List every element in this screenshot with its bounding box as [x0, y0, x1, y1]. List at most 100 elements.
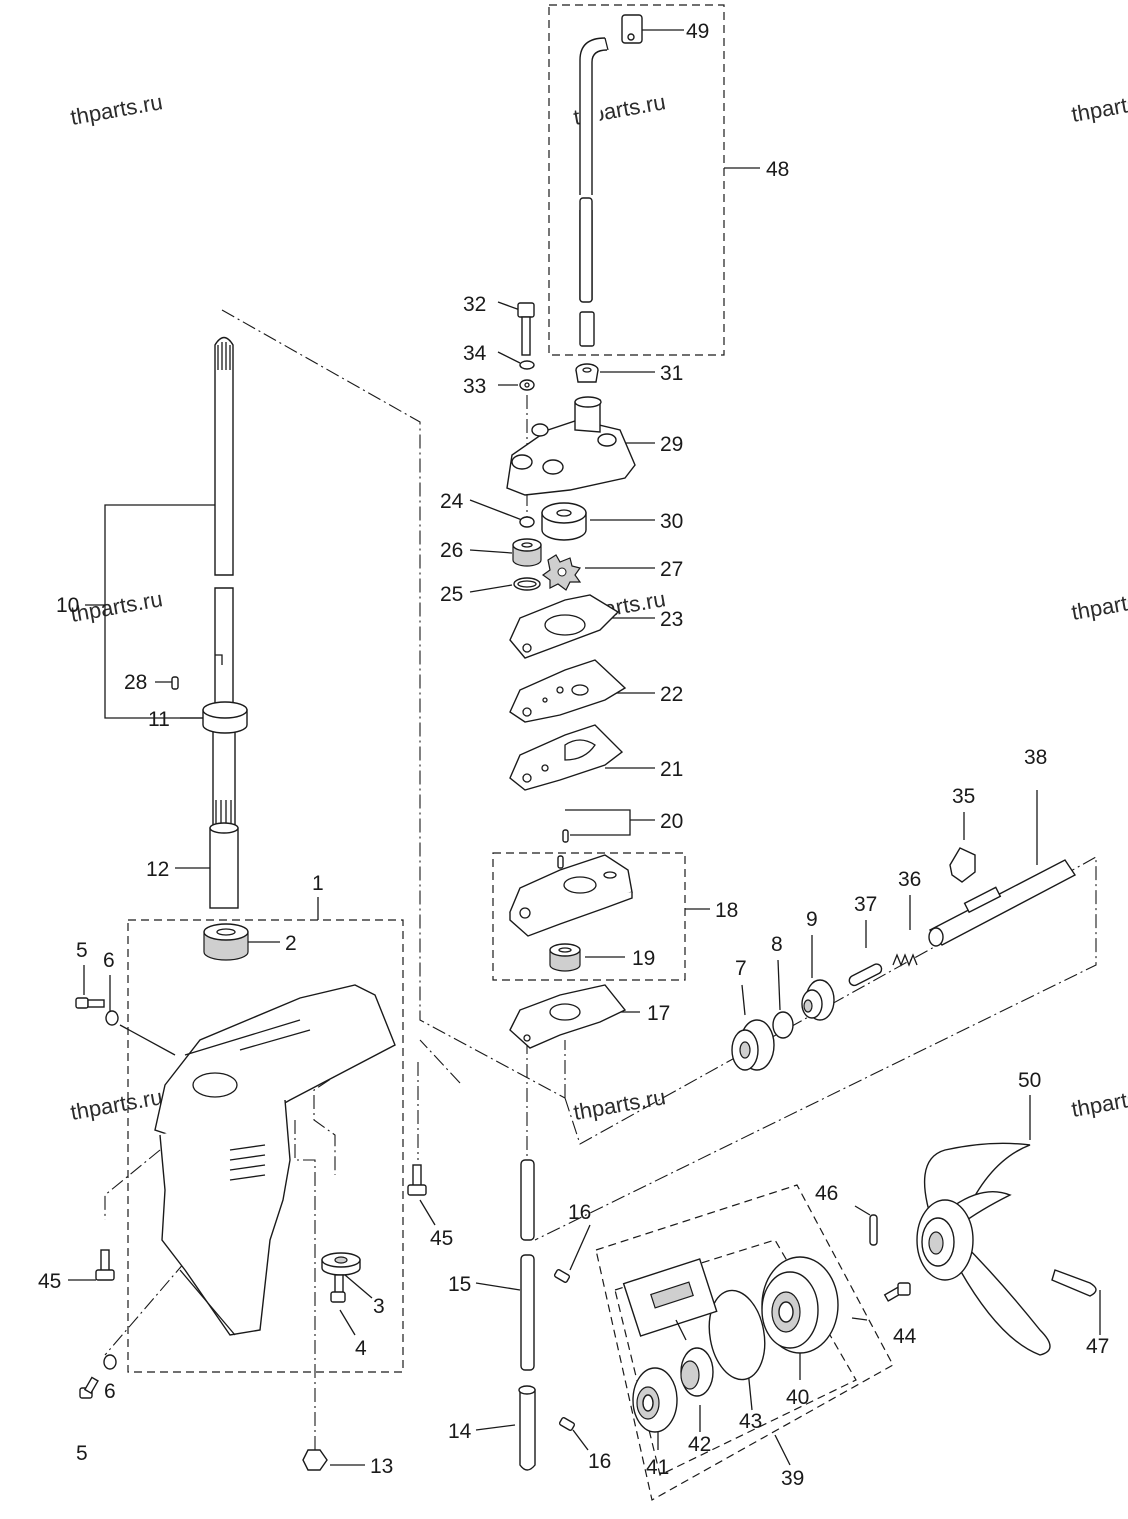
- callout-23: 23: [660, 608, 683, 631]
- group-39-inner-box: [614, 1239, 857, 1476]
- ring-inner: [517, 580, 537, 588]
- washer-part: [103, 1354, 117, 1370]
- leader-lines: [68, 29, 1101, 1466]
- cotter-pin-part: [1051, 1269, 1097, 1297]
- washer-part: [105, 1010, 119, 1026]
- callout-34: 34: [463, 342, 487, 365]
- fitting-detail-part: [622, 1258, 718, 1341]
- insert-cartridge-part: [541, 502, 587, 541]
- callout-32: 32: [463, 293, 486, 316]
- bolt-part: [330, 1274, 346, 1303]
- callout-2: 2: [285, 932, 297, 955]
- watermark: thparts.ru: [572, 1084, 668, 1125]
- outer-plate-part: [509, 659, 627, 723]
- callout-21: 21: [660, 758, 683, 781]
- callout-50: 50: [1018, 1069, 1041, 1092]
- callout-1: 1: [312, 872, 324, 895]
- callout-43: 43: [739, 1410, 762, 1433]
- group-1-box: [127, 919, 404, 1373]
- watermark: thparts.ru: [1070, 1081, 1128, 1122]
- bolt-part: [79, 1376, 99, 1399]
- callout-7: 7: [735, 957, 747, 980]
- sleeve-part: [209, 822, 239, 909]
- propeller-shaft-part: [928, 859, 1077, 947]
- shim-part: [772, 1011, 794, 1039]
- propeller-part: [916, 1142, 1051, 1356]
- callout-33: 33: [463, 375, 486, 398]
- callout-48: 48: [766, 158, 789, 181]
- bearing-part: [203, 923, 249, 961]
- oil-seal-part: [549, 943, 581, 972]
- callout-17: 17: [647, 1002, 670, 1025]
- bolt-part: [95, 1249, 115, 1281]
- callout-24: 24: [440, 490, 464, 513]
- callout-9: 9: [806, 908, 818, 931]
- callout-46: 46: [815, 1182, 838, 1205]
- tube-grommet-part: [575, 363, 599, 383]
- shift-rod-part: [520, 1159, 535, 1371]
- lock-washer-part: [519, 360, 535, 370]
- bolt-part: [75, 997, 105, 1009]
- callout-44: 44: [893, 1325, 917, 1348]
- callout-22: 22: [660, 683, 683, 706]
- callout-16: 16: [568, 1201, 591, 1224]
- callout-38: 38: [1024, 746, 1047, 769]
- cross-pin-part: [848, 963, 883, 987]
- o-ring-part: [708, 1289, 766, 1381]
- spring-part: [892, 953, 918, 967]
- washer-hole: [524, 382, 530, 388]
- shift-rod-lower-part: [519, 1389, 536, 1471]
- upper-gasket-part: [509, 594, 620, 659]
- seal-part: [512, 538, 542, 567]
- gear-bearing-part: [731, 1019, 775, 1071]
- rod-end: [518, 1385, 536, 1395]
- dowel-pin-part: [562, 829, 569, 843]
- pump-case-part: [509, 854, 633, 937]
- callout-18: 18: [715, 899, 738, 922]
- callout-47: 47: [1086, 1335, 1109, 1358]
- callout-5: 5: [76, 1442, 88, 1465]
- callout-42: 42: [688, 1433, 711, 1456]
- vent-plug-part: [302, 1449, 328, 1471]
- callout-6: 6: [104, 1380, 116, 1403]
- callout-26: 26: [440, 539, 463, 562]
- watermark: thparts.ru: [69, 586, 165, 627]
- lower-casing-part: [154, 984, 396, 1336]
- callout-27: 27: [660, 558, 683, 581]
- callout-40: 40: [786, 1386, 809, 1409]
- bolt-part: [517, 302, 535, 356]
- spring-pin-part: [553, 1269, 571, 1283]
- callout-49: 49: [686, 20, 709, 43]
- callout-31: 31: [660, 362, 683, 385]
- washer-part: [519, 379, 535, 391]
- dog-clutch-part: [949, 847, 976, 883]
- callout-11: 11: [148, 708, 170, 731]
- callout-14: 14: [448, 1420, 472, 1443]
- lower-gasket-part: [509, 724, 624, 791]
- callout-39: 39: [781, 1467, 804, 1490]
- callout-29: 29: [660, 433, 683, 456]
- grommet-part: [621, 14, 643, 44]
- dowel-pin-part: [557, 855, 564, 869]
- bolt-part: [407, 1164, 427, 1196]
- water-tube-part: [579, 37, 609, 347]
- group-18-box: [492, 852, 686, 981]
- bolt-part: [883, 1282, 911, 1302]
- callout-25: 25: [440, 583, 463, 606]
- gear-part: [801, 979, 835, 1021]
- callout-41: 41: [646, 1456, 669, 1479]
- drive-shaft-part: [212, 336, 236, 831]
- callout-13: 13: [370, 1455, 393, 1478]
- callout-10: 10: [56, 594, 79, 617]
- callout-45: 45: [38, 1270, 61, 1293]
- callout-28: 28: [124, 671, 147, 694]
- callout-6: 6: [103, 949, 115, 972]
- callout-35: 35: [952, 785, 975, 808]
- callout-16: 16: [588, 1450, 611, 1473]
- shaft-bearing-part: [202, 701, 248, 734]
- callout-4: 4: [355, 1337, 367, 1360]
- callout-19: 19: [632, 947, 655, 970]
- washer-part: [321, 1252, 361, 1276]
- callout-20: 20: [660, 810, 683, 833]
